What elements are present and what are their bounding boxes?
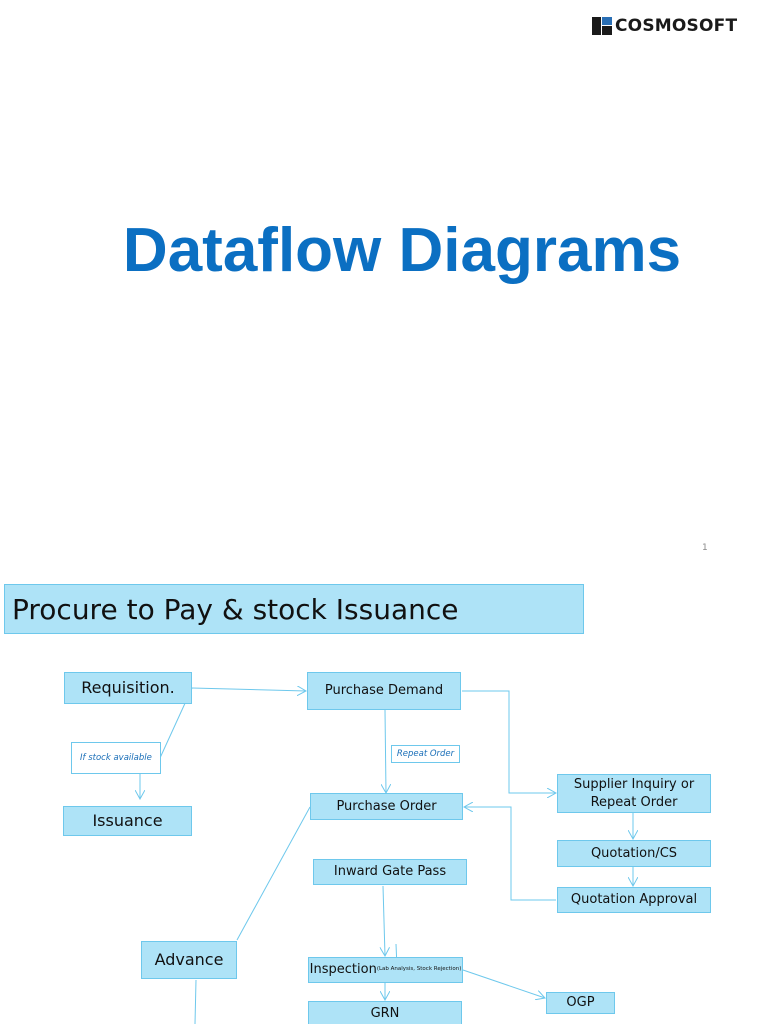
node-issuance: Issuance <box>63 806 192 836</box>
node-purchase-demand: Purchase Demand <box>307 672 461 710</box>
node-inspection: Inspection(Lab Analysis, Stock Rejection… <box>308 957 463 983</box>
node-supplier-inquiry: Supplier Inquiry or Repeat Order <box>557 774 711 813</box>
note-if-stock-available: If stock available <box>71 742 161 774</box>
slide-title: Dataflow Diagrams <box>122 216 682 285</box>
node-quotation-cs: Quotation/CS <box>557 840 711 867</box>
logo-text: COSMOSOFT <box>615 16 738 36</box>
arrow-inspection-to-ogp <box>462 969 545 998</box>
cosmosoft-logo: COSMOSOFT <box>592 16 737 36</box>
title-slide: COSMOSOFT Dataflow Diagrams 1 <box>122 16 737 553</box>
page-number: 1 <box>702 543 708 553</box>
line-advance-down <box>194 979 197 1024</box>
slide-header: Procure to Pay & stock Issuance <box>4 584 584 634</box>
node-advance: Advance <box>141 941 237 979</box>
dataflow-slide: Procure to Pay & stock Issuance Requisit… <box>0 570 768 1024</box>
arrow-demand-to-order <box>385 709 386 793</box>
connector-lines <box>0 570 768 1024</box>
node-purchase-order: Purchase Order <box>310 793 463 820</box>
note-repeat-order: Repeat Order <box>391 745 460 763</box>
arrow-demand-to-supplier <box>462 690 556 793</box>
node-quotation-approval: Quotation Approval <box>557 887 711 913</box>
arrow-approval-to-order <box>464 807 556 901</box>
logo-mark-icon <box>592 17 612 35</box>
node-grn: GRN <box>308 1001 462 1024</box>
node-ogp: OGP <box>546 992 615 1014</box>
arrow-gatepass-to-inspection <box>383 885 385 956</box>
node-requisition: Requisition. <box>64 672 192 704</box>
arrow-requisition-to-demand <box>191 688 306 691</box>
inspection-subtext: (Lab Analysis, Stock Rejection) <box>376 966 462 973</box>
node-inward-gate-pass: Inward Gate Pass <box>313 859 467 885</box>
line-order-to-advance <box>236 806 311 941</box>
